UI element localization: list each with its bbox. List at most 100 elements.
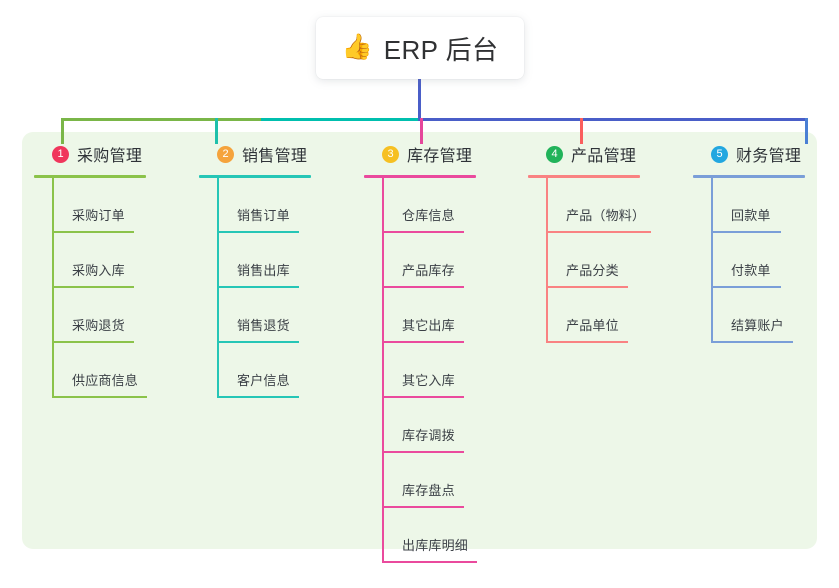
column-header-rule bbox=[693, 175, 805, 178]
tree-item[interactable]: 产品（物料） bbox=[546, 178, 683, 233]
column-number-badge: 2 bbox=[217, 145, 234, 163]
tree-item-label: 销售订单 bbox=[237, 208, 290, 223]
tree-item-label: 库存调拨 bbox=[402, 428, 455, 443]
tree-item-label: 其它出库 bbox=[402, 318, 455, 333]
tree-item[interactable]: 产品单位 bbox=[546, 288, 683, 343]
tree-item[interactable]: 采购入库 bbox=[52, 233, 184, 288]
tree-item[interactable]: 结算账户 bbox=[711, 288, 839, 343]
tree-item-label: 采购入库 bbox=[72, 263, 125, 278]
tree-item-rule bbox=[217, 286, 299, 288]
root-node-content: 👍 ERP 后台 bbox=[342, 30, 499, 67]
tree-item[interactable]: 销售订单 bbox=[217, 178, 349, 233]
root-node-card[interactable]: 👍 ERP 后台 bbox=[316, 17, 524, 79]
column-title: 采购管理 bbox=[77, 148, 143, 165]
tree-item-rule bbox=[711, 231, 781, 233]
tree-item-label: 客户信息 bbox=[237, 373, 290, 388]
tree-item-rule bbox=[711, 286, 781, 288]
connector-bus-blue bbox=[421, 118, 808, 121]
column-header[interactable]: 5 财务管理 bbox=[693, 140, 839, 168]
tree-item-label: 出库库明细 bbox=[402, 538, 469, 553]
tree-item-rule bbox=[382, 231, 464, 233]
connector-drop-col-3 bbox=[420, 118, 423, 144]
tree-item[interactable]: 产品库存 bbox=[382, 233, 514, 288]
tree-item[interactable]: 销售出库 bbox=[217, 233, 349, 288]
tree-item-rule bbox=[546, 231, 651, 233]
column-items: 回款单付款单结算账户 bbox=[711, 178, 839, 343]
tree-item[interactable]: 付款单 bbox=[711, 233, 839, 288]
tree-item-rule bbox=[382, 561, 477, 563]
column-title: 库存管理 bbox=[407, 148, 473, 165]
tree-item-rule bbox=[382, 506, 464, 508]
tree-item[interactable]: 采购退货 bbox=[52, 288, 184, 343]
tree-item-rule bbox=[217, 396, 299, 398]
tree-item[interactable]: 供应商信息 bbox=[52, 343, 184, 398]
tree-item-label: 产品（物料） bbox=[566, 208, 646, 223]
tree-item-rule bbox=[52, 396, 147, 398]
tree-item-label: 仓库信息 bbox=[402, 208, 455, 223]
connector-drop-col-1 bbox=[61, 118, 64, 144]
thumbs-up-icon: 👍 bbox=[341, 32, 373, 61]
connector-root-stem bbox=[418, 79, 421, 121]
tree-item-label: 回款单 bbox=[731, 208, 771, 223]
tree-item-label: 销售出库 bbox=[237, 263, 290, 278]
tree-item-label: 其它入库 bbox=[402, 373, 455, 388]
column-trunk-line bbox=[52, 178, 54, 398]
tree-item-label: 产品单位 bbox=[566, 318, 619, 333]
tree-item-rule bbox=[382, 451, 464, 453]
column-header-rule bbox=[199, 175, 311, 178]
tree-item[interactable]: 客户信息 bbox=[217, 343, 349, 398]
tree-item-label: 结算账户 bbox=[731, 318, 784, 333]
tree-item[interactable]: 回款单 bbox=[711, 178, 839, 233]
column-库存管理: 3 库存管理仓库信息产品库存其它出库其它入库库存调拨库存盘点出库库明细 bbox=[364, 140, 514, 563]
column-header[interactable]: 1 采购管理 bbox=[34, 140, 184, 168]
column-trunk-line bbox=[382, 178, 384, 563]
tree-item[interactable]: 库存调拨 bbox=[382, 398, 514, 453]
tree-item[interactable]: 采购订单 bbox=[52, 178, 184, 233]
column-采购管理: 1 采购管理采购订单采购入库采购退货供应商信息 bbox=[34, 140, 184, 398]
tree-item-label: 库存盘点 bbox=[402, 483, 455, 498]
connector-drop-col-4 bbox=[580, 118, 583, 144]
tree-item-rule bbox=[52, 341, 134, 343]
tree-item[interactable]: 仓库信息 bbox=[382, 178, 514, 233]
tree-item-label: 付款单 bbox=[731, 263, 771, 278]
connector-bus-green bbox=[61, 118, 261, 121]
tree-item-rule bbox=[382, 396, 464, 398]
tree-item[interactable]: 其它出库 bbox=[382, 288, 514, 343]
tree-item[interactable]: 库存盘点 bbox=[382, 453, 514, 508]
column-items: 产品（物料） 产品分类产品单位 bbox=[546, 178, 683, 343]
column-销售管理: 2 销售管理销售订单销售出库销售退货客户信息 bbox=[199, 140, 349, 398]
diagram-panel bbox=[22, 132, 817, 549]
column-number-badge: 1 bbox=[52, 145, 69, 163]
column-items: 销售订单销售出库销售退货客户信息 bbox=[217, 178, 349, 398]
tree-item-label: 产品分类 bbox=[566, 263, 619, 278]
tree-item-rule bbox=[382, 286, 464, 288]
column-trunk-line bbox=[546, 178, 548, 343]
tree-item-rule bbox=[52, 231, 134, 233]
tree-item-label: 采购订单 bbox=[72, 208, 125, 223]
column-title: 销售管理 bbox=[242, 148, 308, 165]
tree-item[interactable]: 产品分类 bbox=[546, 233, 683, 288]
column-items: 采购订单采购入库采购退货供应商信息 bbox=[52, 178, 184, 398]
tree-item-rule bbox=[382, 341, 464, 343]
tree-item-rule bbox=[546, 286, 628, 288]
connector-bus-teal bbox=[261, 118, 421, 121]
column-number-badge: 3 bbox=[382, 145, 399, 163]
tree-item-rule bbox=[546, 341, 628, 343]
column-header[interactable]: 3 库存管理 bbox=[364, 140, 514, 168]
tree-item[interactable]: 其它入库 bbox=[382, 343, 514, 398]
column-title: 财务管理 bbox=[736, 148, 802, 165]
column-number-badge: 4 bbox=[546, 145, 563, 163]
tree-item-label: 供应商信息 bbox=[72, 373, 139, 388]
column-trunk-line bbox=[711, 178, 713, 343]
column-header[interactable]: 2 销售管理 bbox=[199, 140, 349, 168]
tree-item[interactable]: 销售退货 bbox=[217, 288, 349, 343]
tree-item-label: 销售退货 bbox=[237, 318, 290, 333]
column-number-badge: 5 bbox=[711, 145, 728, 163]
tree-item[interactable]: 出库库明细 bbox=[382, 508, 514, 563]
column-header-rule bbox=[528, 175, 640, 178]
tree-item-label: 产品库存 bbox=[402, 263, 455, 278]
tree-item-rule bbox=[217, 231, 299, 233]
tree-item-label: 采购退货 bbox=[72, 318, 125, 333]
